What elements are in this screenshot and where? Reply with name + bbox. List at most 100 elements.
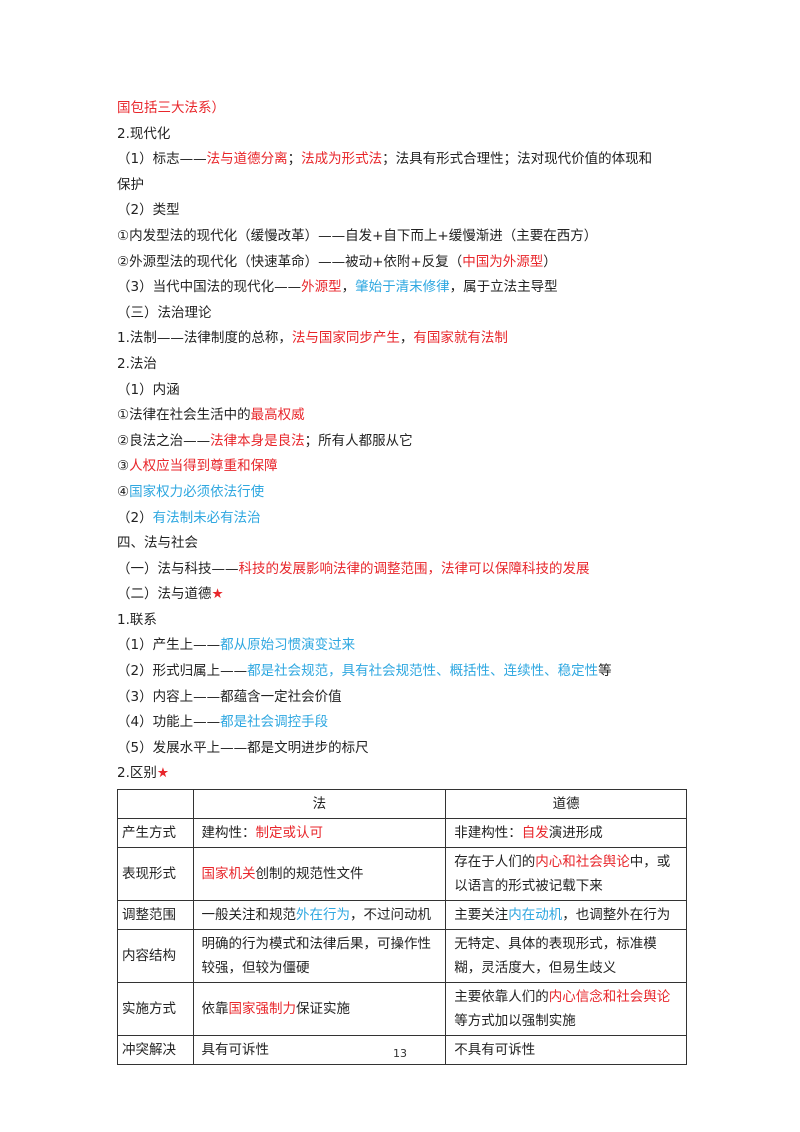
text-run: 有法制未必有法治 <box>152 509 261 526</box>
text-run: （5）发展水平上——都是文明进步的标尺 <box>117 739 369 756</box>
text-run: 最高权威 <box>250 407 305 424</box>
text-run: ②良法之治—— <box>117 432 211 449</box>
text-line: ④国家权力必须依法行使 <box>117 480 687 506</box>
text-run: 内心和社会舆论 <box>535 854 630 871</box>
text-run: 国家机关 <box>201 866 256 883</box>
text-run: ③ <box>117 458 130 475</box>
text-run: 保护 <box>117 176 144 193</box>
text-run: （二）法与道德 <box>117 586 212 603</box>
text-line: （2）形式归属上——都是社会规范，具有社会规范性、概括性、连续性、稳定性等 <box>117 659 687 685</box>
text-line: ②外源型法的现代化（快速革命）——被动+依附+反复（中国为外源型） <box>117 250 687 276</box>
text-run: （3）当代中国法的现代化—— <box>117 279 302 296</box>
text-run: ，也调整外在行为 <box>562 907 671 924</box>
text-run: 明确的行为模式和法律后果，可操作性较强，但较为僵硬 <box>201 936 432 977</box>
text-run: 等 <box>598 663 612 680</box>
text-line: 1.法制——法律制度的总称，法与国家同步产生，有国家就有法制 <box>117 326 687 352</box>
text-line: ①内发型法的现代化（缓慢改革）——自发+自下而上+缓慢渐进（主要在西方） <box>117 224 687 250</box>
text-line: 保护 <box>117 173 687 199</box>
text-run: 中国为外源型 <box>462 253 544 270</box>
table-row: 产生方式建构性：制定或认可非建构性：自发演进形成 <box>117 818 687 849</box>
text-line: （3）当代中国法的现代化——外源型，肇始于清末修律，属于立法主导型 <box>117 275 687 301</box>
table-row: 实施方式依靠国家强制力保证实施主要依靠人们的内心信念和社会舆论等方式加以强制实施 <box>117 982 687 1037</box>
text-run: 建构性： <box>201 825 256 842</box>
text-run: 法成为形式法 <box>301 151 383 168</box>
table-header-cell <box>117 789 194 820</box>
text-run: 一般关注和规范 <box>201 907 297 924</box>
text-run: （1）标志—— <box>117 151 207 168</box>
text-run: （4）功能上—— <box>117 714 221 731</box>
text-line: （2）类型 <box>117 198 687 224</box>
text-run: ，不过问动机 <box>350 907 432 924</box>
text-run: 自发 <box>521 825 549 842</box>
text-line: （2）有法制未必有法治 <box>117 506 687 532</box>
text-line: （4）功能上——都是社会调控手段 <box>117 710 687 736</box>
text-run: 2.现代化 <box>117 125 171 142</box>
text-run: 主要关注 <box>454 907 509 924</box>
text-line: （1）内涵 <box>117 378 687 404</box>
law-cell: 建构性：制定或认可 <box>192 818 447 849</box>
text-run: 都是社会调控手段 <box>220 714 329 731</box>
text-run: 1.法制——法律制度的总称， <box>117 330 292 347</box>
table-header-row: 法 道德 <box>117 789 687 820</box>
star-icon: ★ <box>156 765 169 782</box>
text-run: （一）法与科技—— <box>117 560 239 577</box>
morality-cell: 不具有可诉性 <box>445 1035 687 1066</box>
text-line: 国包括三大法系） <box>117 96 687 122</box>
text-run: ；法具有形式合理性；法对现代价值的体现和 <box>382 151 653 168</box>
text-run: （1）内涵 <box>117 381 180 398</box>
text-run: 有国家就有法制 <box>413 330 508 347</box>
law-cell: 国家机关创制的规范性文件 <box>192 847 447 902</box>
text-line: （二）法与道德★ <box>117 582 687 608</box>
morality-cell: 无特定、具体的表现形式，标准模糊，灵活度大，但易生歧义 <box>445 929 687 984</box>
table-row: 调整范围一般关注和规范外在行为，不过问动机主要关注内在动机，也调整外在行为 <box>117 900 687 931</box>
text-run: 科技的发展影响法律的调整范围，法律可以保障科技的发展 <box>238 560 590 577</box>
row-label-cell: 冲突解决 <box>117 1035 194 1066</box>
text-run: 外源型 <box>301 279 342 296</box>
text-run: 主要依靠人们的 <box>454 989 549 1006</box>
text-line: ②良法之治——法律本身是良法；所有人都服从它 <box>117 429 687 455</box>
text-run: 不具有可诉性 <box>454 1042 536 1059</box>
text-run: 法与道德分离 <box>206 151 288 168</box>
text-run: 都从原始习惯演变过来 <box>220 637 356 654</box>
text-line: （一）法与科技——科技的发展影响法律的调整范围，法律可以保障科技的发展 <box>117 557 687 583</box>
text-run: 肇始于清末修律 <box>355 279 450 296</box>
text-run: 无特定、具体的表现形式，标准模糊，灵活度大，但易生歧义 <box>454 936 657 977</box>
row-label-cell: 调整范围 <box>117 900 194 931</box>
text-run: 保证实施 <box>296 1001 351 1018</box>
text-run: 等方式加以强制实施 <box>454 1013 576 1030</box>
table-row: 表现形式国家机关创制的规范性文件存在于人们的内心和社会舆论中，或以语言的形式被记… <box>117 847 687 902</box>
text-run: 法律本身是良法 <box>210 432 305 449</box>
text-run: 演进形成 <box>548 825 603 842</box>
text-run: 都是社会规范，具有社会规范性、概括性、连续性、稳定性 <box>247 663 599 680</box>
text-run: 2.区别 <box>117 765 157 782</box>
text-run: ； <box>287 151 302 168</box>
text-line: （3）内容上——都蕴含一定社会价值 <box>117 685 687 711</box>
text-line: 1.联系 <box>117 608 687 634</box>
text-run: ；所有人都服从它 <box>304 432 413 449</box>
text-run: 创制的规范性文件 <box>255 866 364 883</box>
text-run: ②外源型法的现代化（快速革命）——被动+依附+反复（ <box>117 253 463 270</box>
text-run: 法与国家同步产生 <box>291 330 400 347</box>
text-run: 国家强制力 <box>228 1001 297 1018</box>
text-run: 依靠 <box>201 1001 229 1018</box>
text-run: 存在于人们的 <box>454 854 536 871</box>
text-run: （1）产生上—— <box>117 637 221 654</box>
text-run: 四、法与社会 <box>117 535 198 552</box>
text-run: 非建构性： <box>454 825 522 842</box>
text-run: ①内发型法的现代化（缓慢改革）——自发+自下而上+缓慢渐进（主要在西方） <box>117 227 598 244</box>
text-line: 四、法与社会 <box>117 531 687 557</box>
text-run: 中，或以语言的形式被记载下来 <box>454 854 671 895</box>
law-cell: 依靠国家强制力保证实施 <box>192 982 447 1037</box>
text-run: （2）类型 <box>117 202 180 219</box>
page-content: 国包括三大法系） 2.现代化 （1）标志——法与道德分离；法成为形式法；法具有形式合… <box>117 96 687 1066</box>
row-label-cell: 表现形式 <box>117 847 194 902</box>
text-run: ①法律在社会生活中的 <box>117 407 251 424</box>
table-row: 冲突解决具有可诉性不具有可诉性 <box>117 1035 687 1066</box>
law-cell: 一般关注和规范外在行为，不过问动机 <box>192 900 447 931</box>
page-number: 13 <box>393 1047 407 1060</box>
text-line: （三）法治理论 <box>117 301 687 327</box>
text-run: ， <box>399 330 414 347</box>
text-run: 国包括三大法系） <box>117 100 225 116</box>
law-cell: 具有可诉性 <box>192 1035 447 1066</box>
